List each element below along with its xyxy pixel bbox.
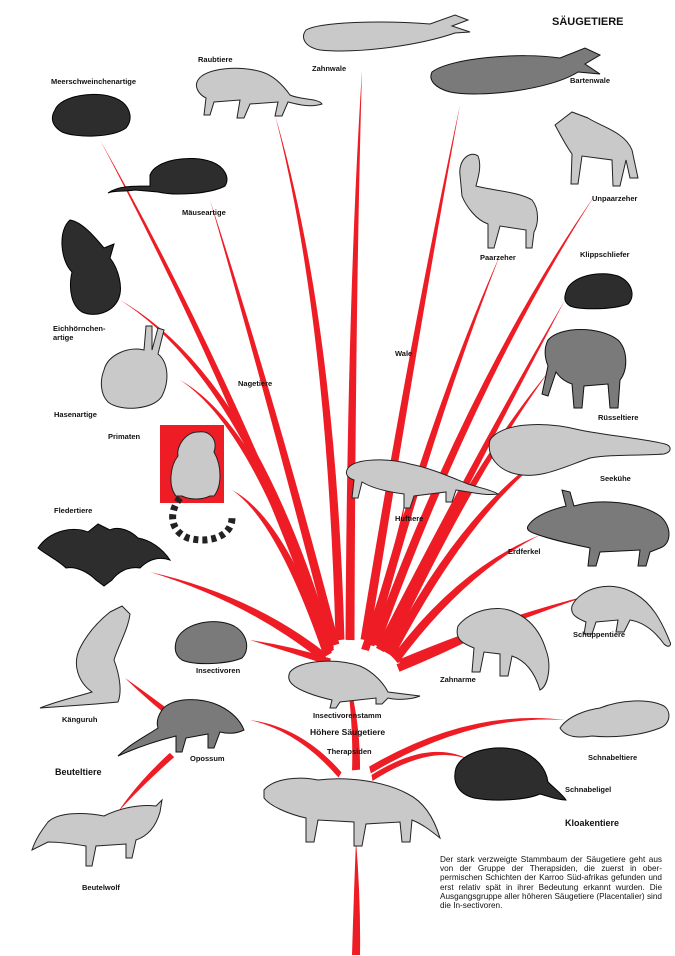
shrew-icon: [289, 661, 420, 708]
guinea-pig-icon: [52, 94, 130, 136]
label-nagetiere: Nagetiere: [238, 380, 272, 389]
label-seekuehe: Seekühe: [600, 475, 631, 484]
thylacine-icon: [32, 800, 162, 866]
lemur-tail-icon: [173, 498, 232, 540]
squirrel-icon: [62, 220, 120, 314]
label-therapsiden: Therapsiden: [327, 748, 372, 757]
label-schnabeltiere: Schnabeltiere: [588, 754, 637, 763]
label-maeuseartige: Mäuseartige: [182, 209, 226, 218]
label-klippschliefer: Klippschliefer: [580, 251, 630, 260]
label-huftiere: Huftiere: [395, 515, 423, 524]
sperm-whale-icon: [304, 15, 470, 51]
caption-text: Der stark verzweigte Stammbaum der Säuge…: [440, 855, 662, 910]
label-bartenwale: Bartenwale: [570, 77, 610, 86]
label-insectivoren: Insectivoren: [196, 667, 240, 676]
kangaroo-icon: [40, 606, 130, 708]
label-unpaarzeher: Unpaarzeher: [592, 195, 637, 204]
elephant-icon: [542, 330, 626, 409]
label-kloakentiere: Kloakentiere: [565, 818, 619, 828]
label-eichhoernchenartige-2: artige: [53, 334, 73, 343]
label-beutelwolf: Beutelwolf: [82, 884, 120, 893]
label-zahnwale: Zahnwale: [312, 65, 346, 74]
label-beuteltiere: Beuteltiere: [55, 767, 102, 777]
ibex-icon: [460, 154, 538, 248]
hyrax-icon: [565, 274, 632, 309]
platypus-icon: [560, 701, 669, 737]
bat-icon: [38, 524, 170, 586]
hedgehog-icon: [175, 622, 246, 664]
label-ruesseltiere: Rüsseltiere: [598, 414, 638, 423]
therapsid-icon: [264, 778, 440, 846]
rabbit-icon: [101, 326, 167, 408]
label-raubtiere: Raubtiere: [198, 56, 233, 65]
label-meerschweinchenartige: Meerschweinchenartige: [51, 78, 136, 87]
baleen-whale-icon: [431, 48, 600, 94]
label-hoehere-saeugetiere: Höhere Säugetiere: [310, 728, 385, 738]
label-zahnarme: Zahnarme: [440, 676, 476, 685]
label-hasenartige: Hasenartige: [54, 411, 97, 420]
label-wale: Wale: [395, 350, 412, 359]
label-paarzeher: Paarzeher: [480, 254, 516, 263]
label-schuppentiere: Schuppentiere: [573, 631, 625, 640]
label-primaten: Primaten: [108, 433, 140, 442]
label-opossum: Opossum: [190, 755, 225, 764]
label-erdferkel: Erdferkel: [508, 548, 541, 557]
manatee-icon: [489, 425, 670, 476]
rat-icon: [108, 158, 227, 194]
horse-icon: [555, 112, 638, 186]
echidna-icon: [455, 748, 566, 800]
early-ungulate-icon: [346, 460, 498, 508]
big-cat-icon: [196, 68, 322, 118]
label-kaenguruh: Känguruh: [62, 716, 97, 725]
label-insectivorenstamm: Insectivorenstamm: [313, 712, 381, 721]
opossum-icon: [118, 700, 244, 756]
aardvark-icon: [527, 490, 669, 566]
label-fledertiere: Fledertiere: [54, 507, 92, 516]
page-title: SÄUGETIERE: [552, 16, 624, 29]
label-schnabeligel: Schnabeligel: [565, 786, 611, 795]
